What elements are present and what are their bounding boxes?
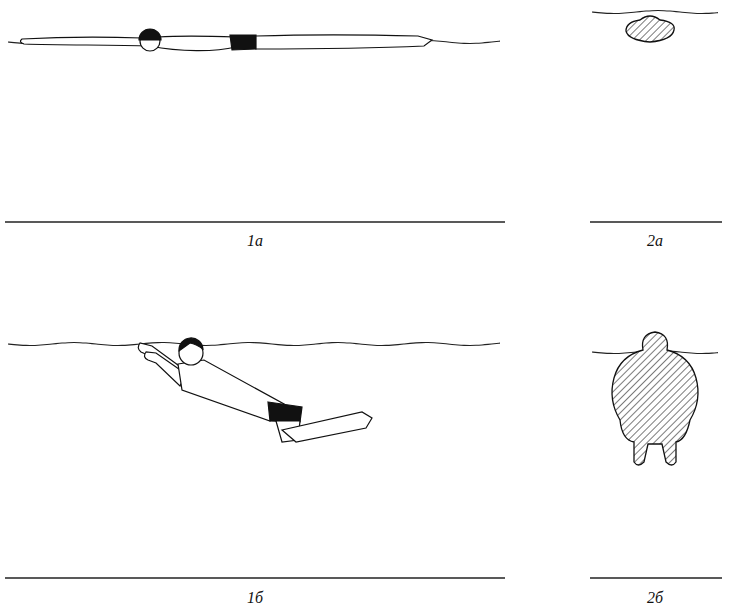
water-line bbox=[592, 11, 718, 14]
swimmer-horizontal bbox=[20, 29, 432, 51]
water-line bbox=[8, 343, 500, 346]
water-surface bbox=[8, 11, 718, 354]
panel-label: 2а bbox=[647, 233, 663, 249]
panel-label: 1а bbox=[247, 233, 263, 249]
swimmer-crouched bbox=[138, 338, 372, 442]
panel-label: 2б bbox=[647, 590, 663, 606]
bottom-lines bbox=[5, 222, 722, 578]
cross-section-large bbox=[612, 332, 698, 465]
cross-section-small bbox=[626, 16, 674, 42]
panel-label: 1б bbox=[247, 590, 263, 606]
